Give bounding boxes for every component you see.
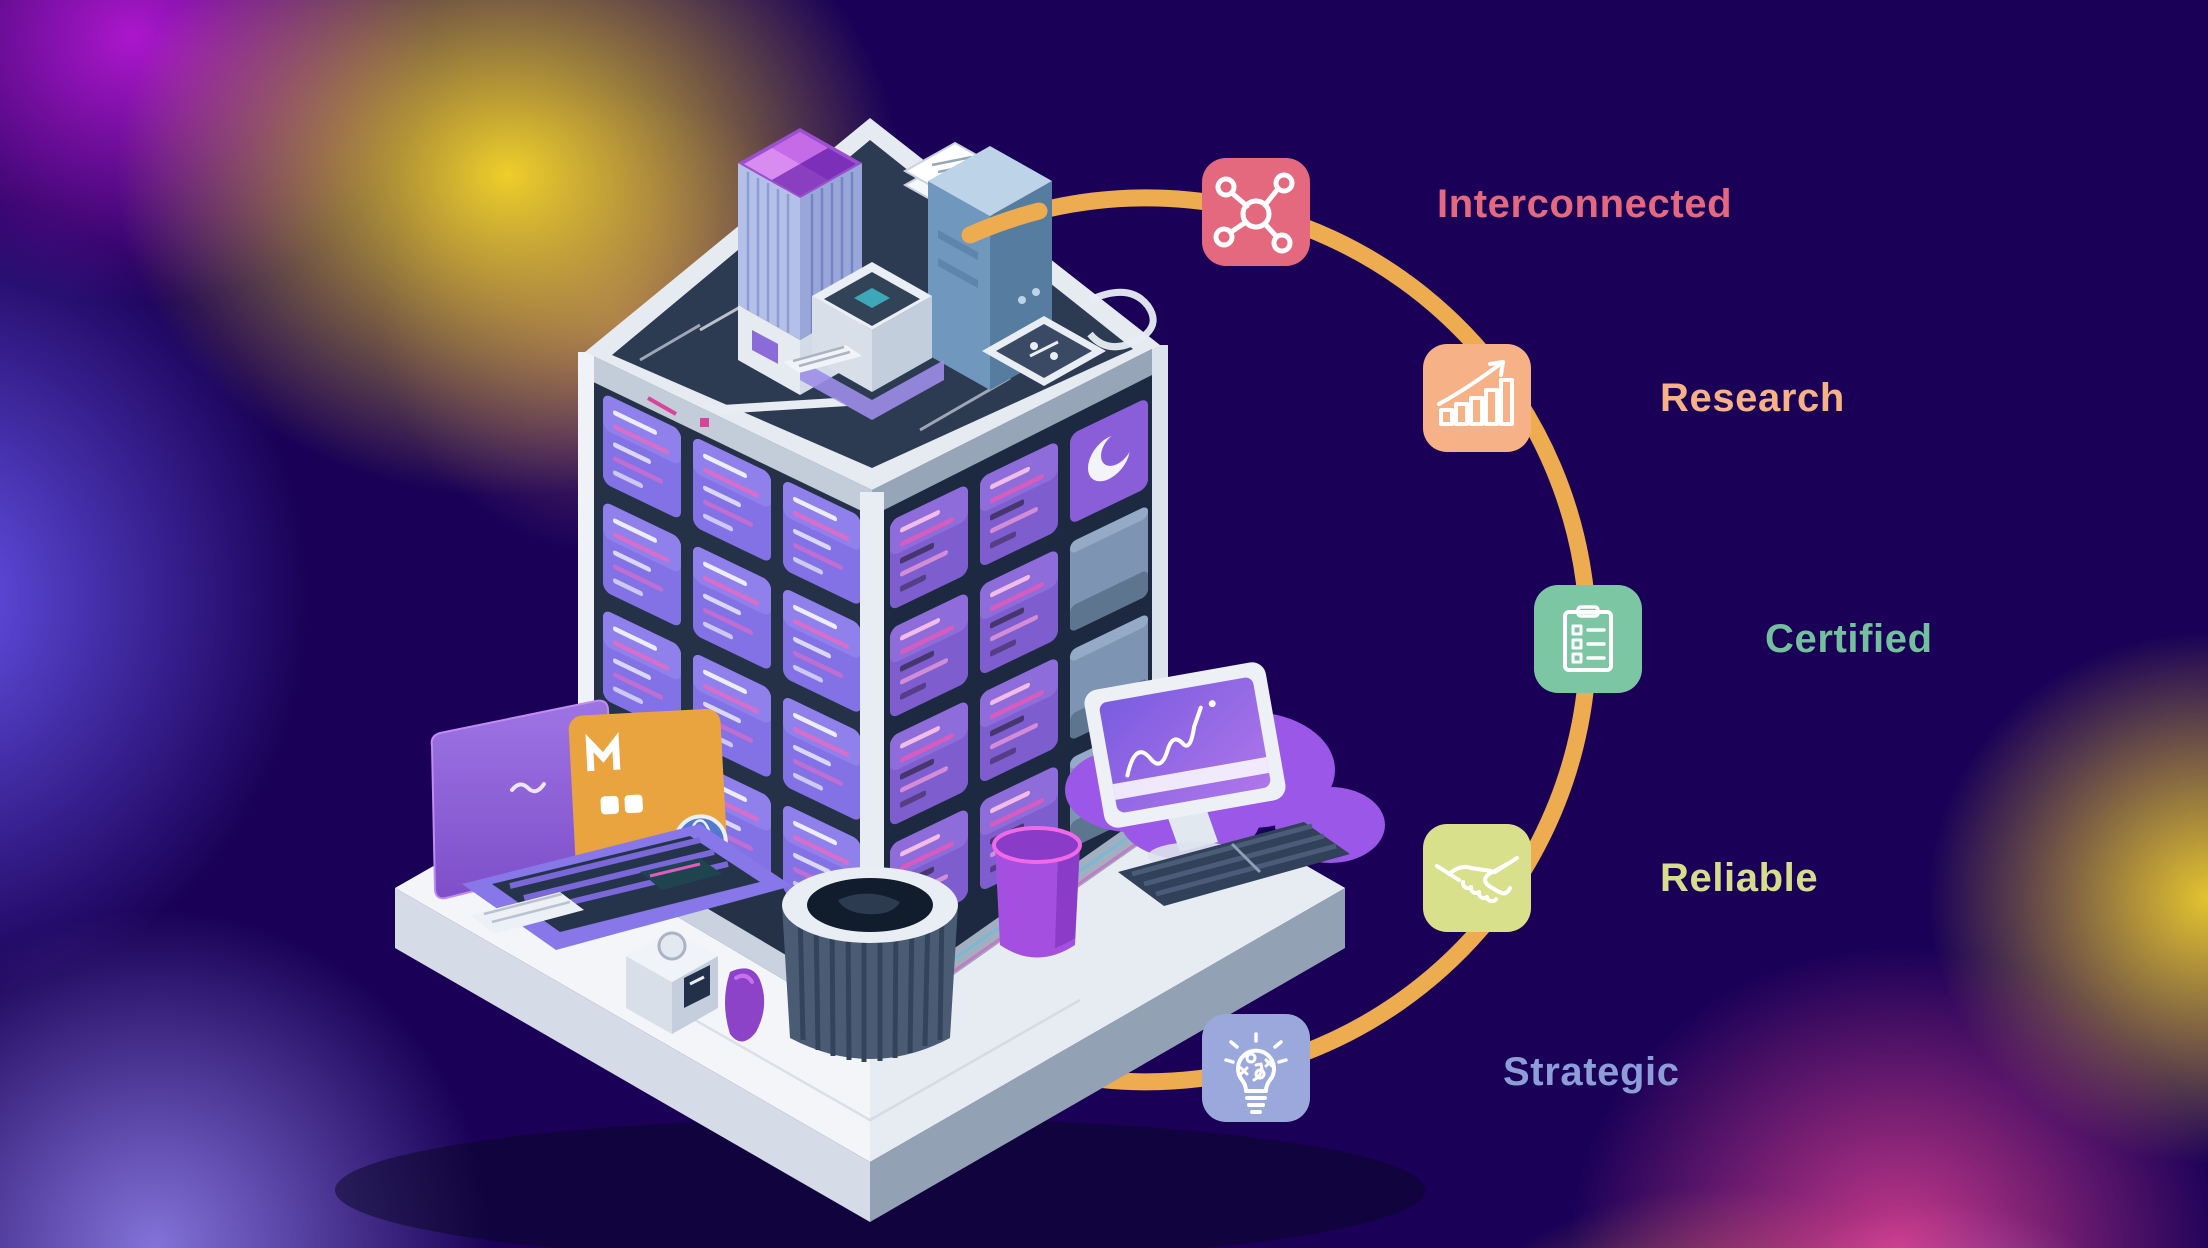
monitor <box>1084 662 1286 870</box>
panel-grid-right <box>890 400 1148 936</box>
feature-badges <box>1202 158 1642 1122</box>
rooftop-structures <box>738 128 1157 420</box>
console-unit <box>800 262 944 420</box>
desk-accessories <box>430 662 1385 1062</box>
feature-label-reliable: Reliable <box>1660 856 1819 900</box>
feature-badge-certified <box>1534 585 1642 693</box>
mini-keyboard <box>783 345 862 373</box>
feature-badge-strategic <box>1202 1014 1310 1122</box>
wire-loop <box>1087 288 1157 351</box>
building-illustration <box>335 118 1425 1248</box>
dial-cube <box>626 930 765 1042</box>
ring-arc-cap <box>961 202 1048 244</box>
feature-label-strategic: Strategic <box>1503 1050 1680 1094</box>
pedestal <box>782 867 958 1062</box>
tablet-pad <box>982 316 1106 386</box>
feature-label-research: Research <box>1660 376 1845 420</box>
growth-chart-icon <box>1437 360 1514 426</box>
purple-bag <box>725 968 765 1042</box>
clipboard-checklist-icon <box>1563 605 1613 672</box>
feature-badge-interconnected <box>1202 158 1310 266</box>
handshake-icon <box>1435 856 1519 904</box>
keyboard <box>1118 822 1350 906</box>
lightbulb-strategy-icon <box>1224 1032 1288 1114</box>
purple-cup <box>992 826 1082 958</box>
c-logo-tile <box>1070 400 1148 522</box>
feature-label-interconnected: Interconnected <box>1437 182 1733 226</box>
feature-badge-reliable <box>1423 824 1531 932</box>
white-tray <box>470 892 584 934</box>
feature-badge-research <box>1423 344 1531 452</box>
feature-label-certified: Certified <box>1765 617 1933 661</box>
network-nodes-icon <box>1213 172 1295 254</box>
